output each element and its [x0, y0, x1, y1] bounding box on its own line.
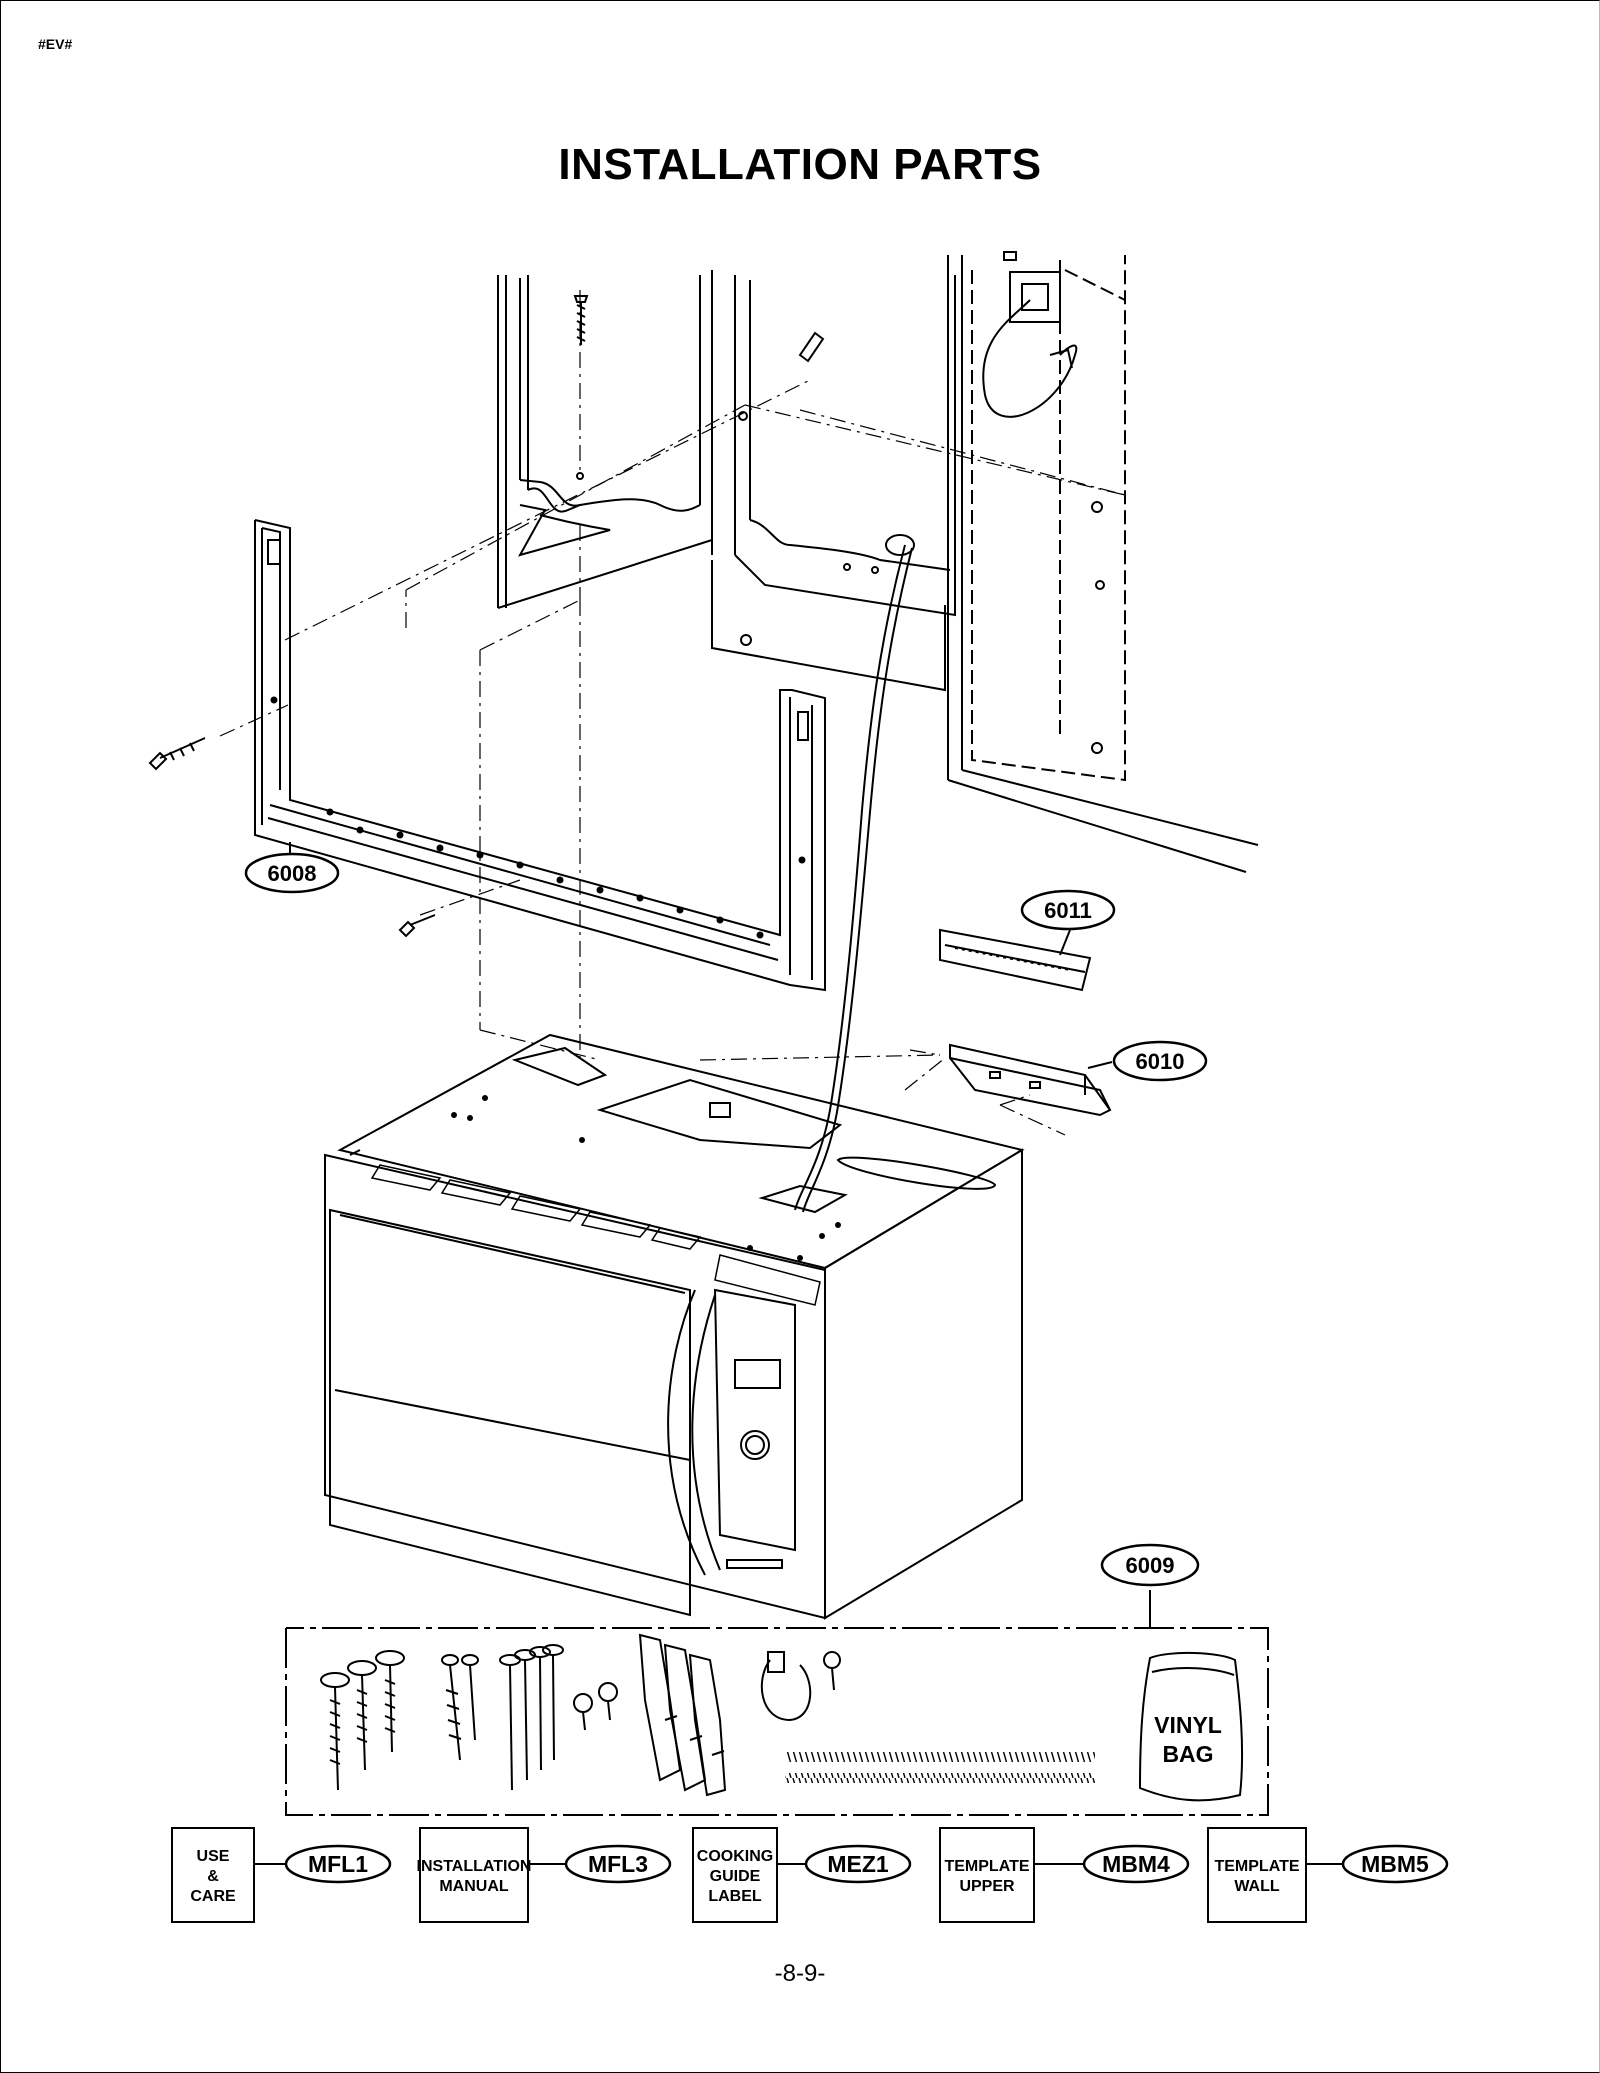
part-code-label: MFL1 [308, 1851, 368, 1877]
document-item-mfl1: USE & CARE MFL1 [171, 1827, 392, 1923]
cabinet-group [497, 251, 1259, 1213]
part-code-label: MEZ1 [827, 1851, 889, 1877]
document-label-line: LABEL [708, 1888, 762, 1905]
vinyl-bag-line1: VINYL [1154, 1712, 1222, 1738]
document-item-mez1: COOKING GUIDE LABEL MEZ1 [692, 1827, 912, 1923]
document-box [171, 1827, 255, 1923]
callout-label: 6010 [1136, 1049, 1185, 1074]
document-item-mbm5: TEMPLATE WALL MBM5 [1207, 1827, 1449, 1923]
document-label-line: TEMPLATE [944, 1858, 1029, 1875]
document-label-line: COOKING [697, 1848, 773, 1865]
page-title: INSTALLATION PARTS [558, 140, 1042, 189]
kit-hardware [320, 1633, 1244, 1802]
document-label-line: UPPER [959, 1878, 1015, 1895]
document-label-line: INSTALLATION [417, 1858, 532, 1875]
part-code-label: MFL3 [588, 1851, 648, 1877]
document-label-line: TEMPLATE [1214, 1858, 1299, 1875]
document-item-mfl3: INSTALLATION MANUAL MFL3 [417, 1827, 672, 1923]
callout-label: 6011 [1044, 898, 1092, 923]
bag-kit-box [285, 1590, 1269, 1816]
document-label-line: CARE [190, 1888, 236, 1905]
document-label-line: WALL [1234, 1878, 1280, 1895]
document-label-line: MANUAL [439, 1878, 509, 1895]
construction-lines [219, 290, 1126, 1136]
callout-6011: 6011 [1020, 889, 1116, 956]
model-code: #EV# [38, 36, 73, 52]
document-box [419, 1827, 529, 1923]
callout-6009: 6009 [1100, 1543, 1200, 1587]
mounting-plate [254, 519, 826, 992]
damper-cover [939, 928, 1092, 992]
part-code-label: MBM5 [1361, 1851, 1429, 1877]
document-box [692, 1827, 778, 1923]
callout-6010: 6010 [1087, 1040, 1208, 1082]
page-number: -8-9- [774, 1960, 826, 1987]
document-box [939, 1827, 1035, 1923]
vinyl-bag-line2: BAG [1162, 1741, 1213, 1767]
part-code-oval [1341, 1844, 1449, 1884]
screw-icons [148, 295, 825, 938]
document-label-line: GUIDE [710, 1868, 761, 1885]
microwave-oven [324, 1033, 1025, 1620]
document-item-mbm4: TEMPLATE UPPER MBM4 [939, 1827, 1190, 1923]
part-code-label: MBM4 [1102, 1851, 1170, 1877]
callout-label: 6008 [268, 861, 317, 886]
damper-box [949, 1043, 1112, 1117]
document-row: USE & CARE MFL1 INSTALLATION MANUAL MFL3 COOKIN… [171, 1827, 1449, 1923]
part-code-oval [564, 1844, 672, 1884]
callout-6008: 6008 [244, 842, 340, 894]
part-code-oval [1082, 1844, 1190, 1884]
part-code-oval [284, 1844, 392, 1884]
document-box [1207, 1827, 1307, 1923]
part-code-oval [804, 1844, 912, 1884]
callout-label: 6009 [1126, 1553, 1175, 1578]
document-label-line: & [207, 1868, 219, 1885]
document-label-line: USE [197, 1848, 230, 1865]
